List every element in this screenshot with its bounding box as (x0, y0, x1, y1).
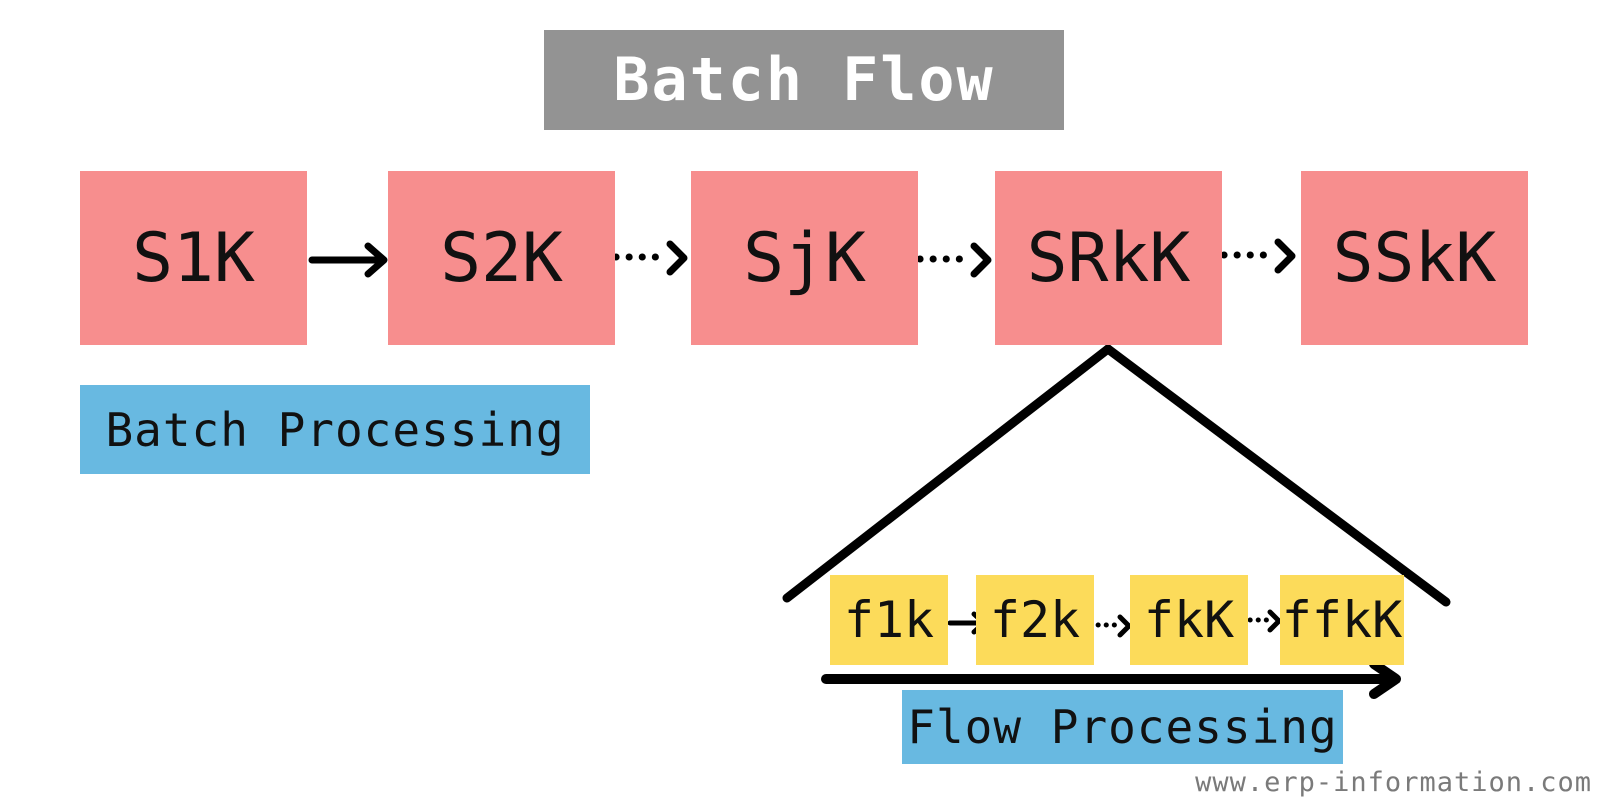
batch-connector-3 (916, 242, 992, 278)
batch-stage-s2k: S2K (388, 171, 615, 345)
flow-connector-3 (1239, 609, 1282, 633)
flow-stage-fkk: fkK (1130, 575, 1248, 665)
batch-stage-sskk: SSkK (1301, 171, 1528, 345)
batch-stage-srkk: SRkK (995, 171, 1222, 345)
flow-stage-f1k: f1k (830, 575, 948, 665)
flow-stage-ffkk: ffkK (1280, 575, 1404, 665)
flow-direction-arrow (821, 659, 1401, 699)
expansion-line-left (782, 344, 1113, 603)
expansion-line-right (1103, 344, 1451, 607)
batch-connector-1 (308, 242, 388, 278)
flow-connector-2 (1087, 614, 1132, 638)
flow-processing-label: Flow Processing (902, 690, 1343, 764)
batch-stage-sjk: SjK (691, 171, 918, 345)
watermark: www.erp-information.com (1195, 767, 1592, 798)
batch-connector-2 (612, 240, 688, 276)
flow-stage-f2k: f2k (976, 575, 1094, 665)
batch-connector-4 (1220, 238, 1296, 274)
diagram-title: Batch Flow (544, 30, 1064, 130)
batch-stage-s1k: S1K (80, 171, 307, 345)
batch-processing-label: Batch Processing (80, 385, 590, 474)
